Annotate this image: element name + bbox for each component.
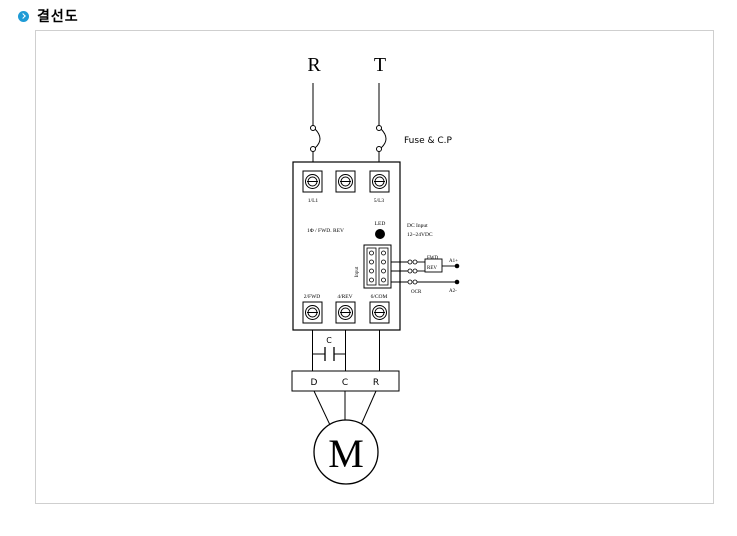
motor-leads (313, 390, 377, 426)
led-indicator (375, 229, 385, 239)
page-title: 결선도 (37, 9, 79, 25)
chevron-right-icon (18, 10, 29, 22)
switch-label-rev: REV (427, 266, 437, 271)
mode-label: 1Φ / FWD. REV (307, 228, 344, 234)
motor-terminal-c: C (342, 378, 348, 388)
motor-terminal-r: R (373, 378, 379, 388)
fuse-label: Fuse & C.P (404, 136, 452, 146)
capacitor-label: C (326, 336, 332, 345)
switch-label-fwd: FWD (427, 256, 439, 261)
diagram-frame: R T Fuse & C.P 1/L1 5/L3 1Φ / FWD. REV L… (35, 30, 714, 504)
switch-wiring (391, 258, 457, 283)
led-label: LED (375, 221, 386, 227)
switch-contacts (407, 259, 418, 285)
terminal-label-5l3: 5/L3 (374, 198, 385, 204)
input-label: Input (355, 266, 360, 277)
terminal-label-1l1: 1/L1 (308, 198, 319, 204)
motor-label: M (328, 431, 364, 476)
terminal-label-a1: A1+ (449, 259, 458, 264)
terminal-label-2fwd: 2/FWD (304, 294, 321, 300)
terminal-label-a2: A2- (449, 289, 457, 294)
bottom-terminal-block (302, 301, 390, 324)
terminal-label-4rev: 4/REV (337, 294, 352, 300)
top-terminal-block (302, 170, 390, 193)
output-wiring (312, 330, 380, 371)
terminal-a1-dot (454, 263, 460, 269)
wiring-diagram: R T Fuse & C.P 1/L1 5/L3 1Φ / FWD. REV L… (291, 54, 460, 485)
switch-label-ocr: OCR (411, 290, 422, 295)
input-connector (363, 244, 392, 289)
fuse-contacts (310, 125, 382, 152)
section-header: 결선도 (18, 6, 79, 26)
motor-symbol (313, 419, 379, 485)
terminal-label-6com: 6/COM (371, 294, 388, 300)
supply-label-r: R (307, 54, 321, 76)
dc-input-label: DC Input (407, 223, 428, 229)
dc-voltage-label: 12~24VDC (407, 232, 433, 238)
terminal-a2-dot (454, 279, 460, 285)
supply-label-t: T (374, 54, 386, 76)
supply-wires (312, 83, 387, 171)
motor-terminal-d: D (311, 378, 318, 388)
